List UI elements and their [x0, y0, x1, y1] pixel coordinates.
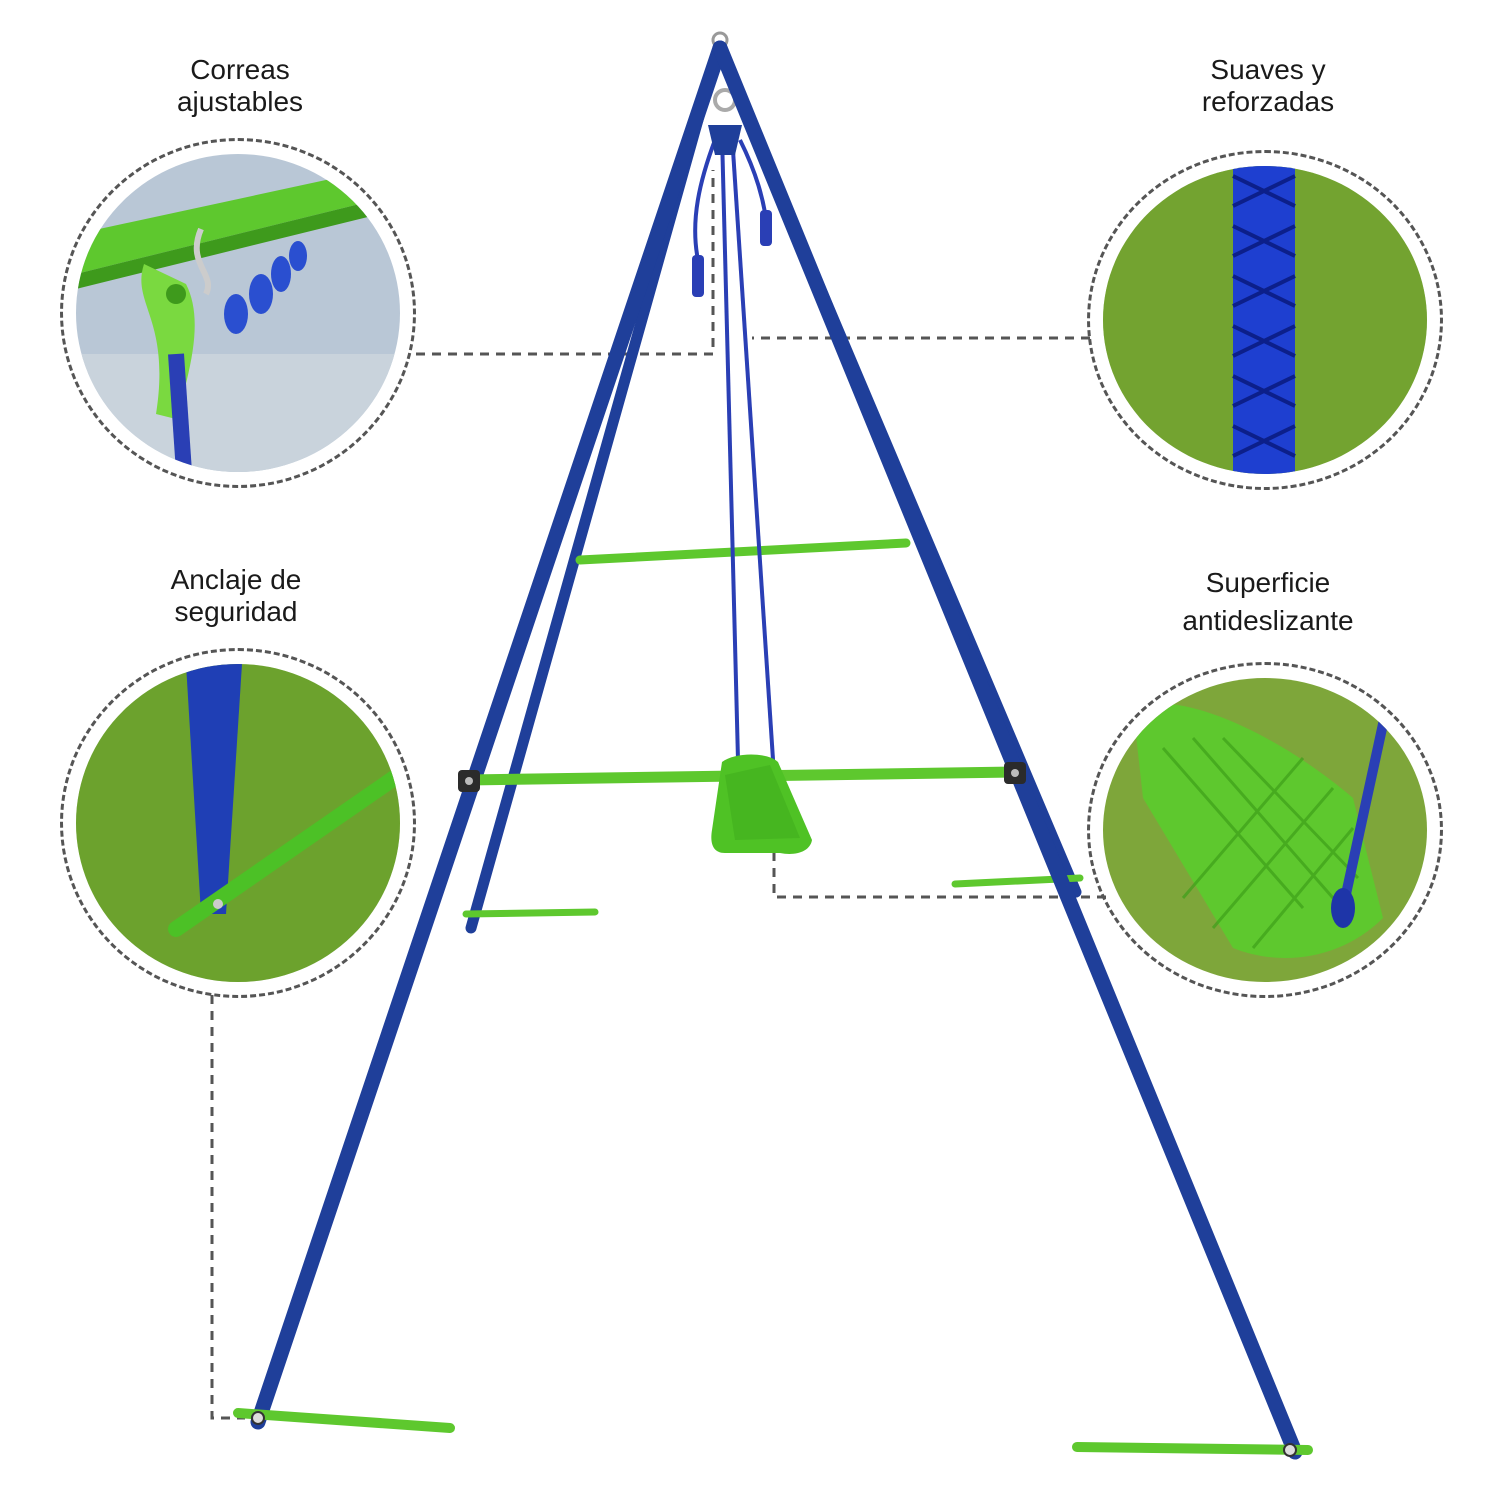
caption-line: seguridad [174, 596, 298, 627]
detail-ring-seat [1087, 662, 1443, 998]
caption-anchor: Anclaje de seguridad [76, 564, 396, 628]
caption-line: antideslizante [1182, 605, 1354, 636]
caption-line: Superficie [1205, 567, 1331, 598]
detail-straps [76, 154, 400, 472]
caption-line: ajustables [176, 86, 304, 117]
detail-anchor [76, 664, 400, 982]
caption-seat: Superficie antideslizante [1108, 564, 1428, 640]
caption-rope: Suaves y reforzadas [1108, 54, 1428, 118]
connector-anchor [210, 995, 245, 1420]
front-ground-bars [233, 1408, 1313, 1455]
detail-ring-straps [60, 138, 416, 488]
swing-ropes [693, 134, 777, 791]
detail-rope [1103, 166, 1427, 474]
connector-lines [210, 170, 1106, 1420]
detail-ring-rope [1087, 150, 1443, 490]
front-legs [250, 40, 1303, 1460]
caption-line: Anclaje de [170, 564, 302, 595]
bolt-icon [251, 1411, 265, 1425]
rope-icon [1103, 166, 1427, 474]
detail-seat [1103, 678, 1427, 982]
rope-adjusters [692, 210, 772, 297]
strap-closeup-icon [76, 154, 400, 472]
caption-line: Correas [190, 54, 290, 85]
swing-seat [711, 754, 812, 854]
anchor-closeup-icon [76, 664, 400, 982]
swing-seat-icon [1103, 678, 1427, 982]
caption-straps: Correas ajustables [80, 54, 400, 118]
caption-line: Suaves y [1210, 54, 1326, 85]
detail-ring-anchor [60, 648, 416, 998]
bolt-icon [1283, 1443, 1297, 1457]
upper-cross-bar [575, 538, 911, 565]
connector-straps [416, 170, 715, 356]
caption-line: reforzadas [1201, 86, 1335, 117]
